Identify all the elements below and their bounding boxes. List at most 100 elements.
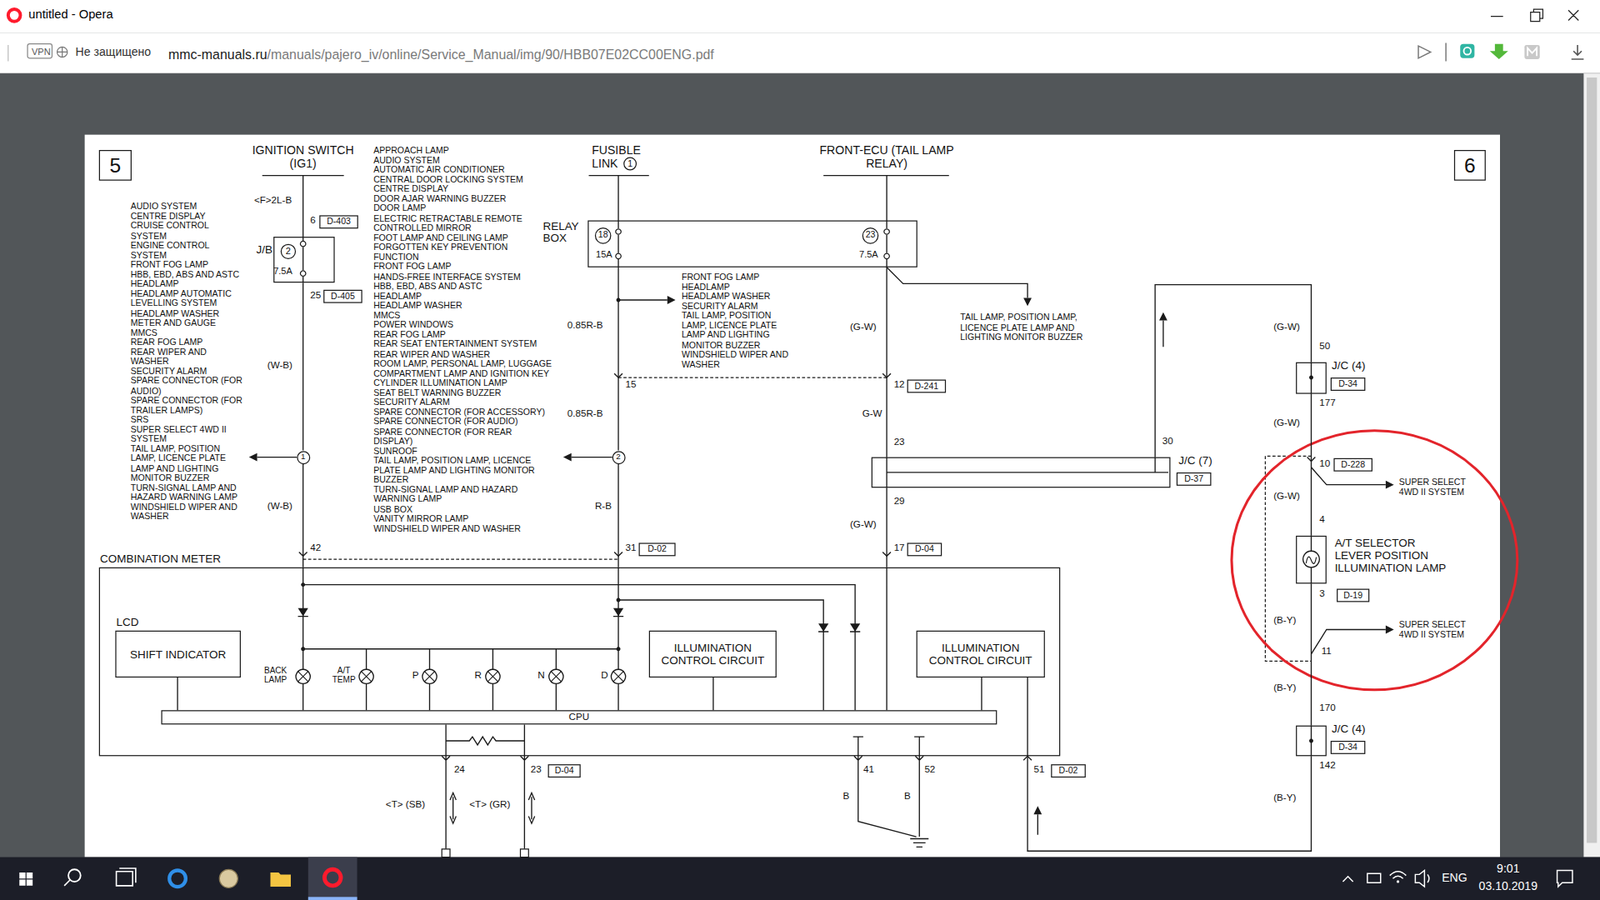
- tray-icons: [1396, 880, 1400, 883]
- text-column: APPROACH LAMPAUDIO SYSTEMAUTOMATIC AIR C…: [373, 145, 554, 534]
- text-column: FRONT FOG LAMPHEADLAMPHEADLAMP WASHERSEC…: [681, 272, 792, 370]
- wire-label: 7.5A: [859, 249, 879, 260]
- wire: [885, 267, 887, 458]
- wire-label: 15A: [595, 249, 613, 260]
- connector-code: D-04: [548, 764, 581, 778]
- wire-label: 17: [894, 542, 905, 554]
- circuit-name: REAR FOG LAMP: [130, 337, 245, 348]
- node-label: SHIFT INDICATOR: [130, 647, 226, 660]
- window-controls: [1490, 9, 1579, 22]
- circuit-name: REAR WIPER AND WASHER: [130, 347, 245, 367]
- wire: [617, 267, 619, 451]
- scrollbar: [1583, 73, 1600, 857]
- browser-text: VPN: [31, 46, 51, 58]
- wire-label: 30: [1162, 435, 1174, 447]
- circuit-name: AUDIO SYSTEM: [130, 201, 245, 212]
- node-label: D-19: [1343, 590, 1363, 601]
- wire-label: D: [600, 670, 608, 681]
- taskbar: [0, 857, 1600, 900]
- node-label: 6: [1464, 154, 1476, 177]
- circuit-name: SECURITY ALARM: [681, 301, 792, 312]
- connector-code: D-34: [1330, 377, 1366, 391]
- circuit-name: TURN-SIGNAL LAMP AND HAZARD WARNING LAMP: [130, 483, 245, 503]
- node-label: 1: [627, 159, 633, 170]
- wire-label: 4: [1319, 514, 1325, 525]
- wire-label: 10: [1319, 458, 1330, 470]
- dashed-connector-lines: [303, 377, 1312, 661]
- component-header: FRONT-ECU (TAIL LAMP RELAY): [810, 144, 964, 171]
- circuit-name: CRUISE CONTROL SYSTEM: [130, 221, 245, 241]
- address-text: mmc-manuals.ru: [168, 46, 268, 62]
- circuit-name: WINDSHIELD WIPER AND WASHER: [681, 350, 792, 370]
- wire: [302, 282, 304, 450]
- circuit-name: MMCS: [373, 310, 554, 321]
- address-text: /manuals/pajero_iv/online/Service_Manual…: [267, 46, 715, 62]
- circuit-name: FORGOTTEN KEY PREVENTION FUNCTION: [373, 242, 554, 262]
- wire-label: B: [842, 790, 850, 802]
- node-label: D-04: [555, 765, 575, 776]
- circuit-name: CENTRAL DOOR LOCKING SYSTEM: [373, 175, 554, 185]
- wire-label: <T> (SB): [385, 799, 425, 810]
- circuit-name: SEAT BELT WARNING BUZZER: [373, 388, 554, 399]
- circuit-name: HBB, EBD, ABS AND ASTC: [373, 281, 554, 292]
- wire-label: 142: [1319, 760, 1335, 771]
- wire-label: A/T TEMP: [328, 666, 360, 686]
- circuit-name: SUNROOF: [373, 446, 554, 457]
- circuit-name: VANITY MIRROR LAMP: [373, 514, 554, 525]
- wire-label: 11: [1321, 645, 1332, 657]
- browser-text: Не защищено: [75, 45, 152, 60]
- viewer-background: [0, 73, 1584, 857]
- circuit-name: CENTRE DISPLAY: [373, 185, 554, 195]
- globe-icon: [57, 46, 68, 57]
- wire-label: 170: [1319, 703, 1335, 715]
- circuit-name: USB BOX: [373, 505, 554, 515]
- connector-code: D-02: [1050, 764, 1086, 778]
- wire-label: 52: [924, 764, 935, 775]
- wire: [712, 677, 714, 710]
- wire-label: 41: [863, 764, 875, 775]
- wires: [257, 175, 1386, 850]
- address-bar: [0, 32, 1600, 74]
- wire-label: G-W: [862, 408, 883, 420]
- wire: [980, 677, 982, 710]
- wire-label: P: [412, 670, 420, 681]
- node-label: J/B: [246, 242, 273, 255]
- circuit-name: TAIL LAMP, POSITION LAMP, LICENCE PLATE …: [130, 444, 245, 484]
- circuit-name: HEADLAMP: [130, 280, 245, 290]
- circuit-name: SPARE CONNECTOR (FOR AUDIO): [130, 376, 245, 396]
- wire-label: 3: [1319, 589, 1325, 600]
- opera-task-icon: [324, 869, 341, 886]
- circuit-name: HEADLAMP WASHER: [681, 291, 792, 302]
- circuit-name: WINDSHIELD WIPER AND WASHER: [130, 502, 245, 522]
- circuit-name: HEADLAMP WASHER: [130, 308, 245, 319]
- taskbar-text: ENG: [1441, 871, 1468, 885]
- wire-label: 42: [310, 542, 321, 554]
- circuit-name: AUDIO SYSTEM: [373, 155, 554, 166]
- wire: [1027, 755, 1311, 851]
- splice-point: 1: [296, 450, 310, 465]
- node-label: 1: [300, 452, 305, 462]
- circuit-name: ROOM LAMP, PERSONAL LAMP, LUGGAGE COMPAR…: [373, 359, 554, 389]
- connector-code: D-403: [319, 215, 359, 229]
- tray-icons: [1342, 870, 1573, 887]
- folder-icon: [270, 872, 290, 887]
- circuit-name: HEADLAMP AUTOMATIC LEVELLING SYSTEM: [130, 289, 245, 309]
- node-label: 18: [598, 230, 609, 241]
- circuit-name: SECURITY ALARM: [373, 398, 554, 409]
- pdf-page: [85, 135, 1500, 858]
- wire-label: B: [904, 790, 911, 802]
- wire-label: (G-W): [850, 519, 877, 530]
- wire-label: (W-B): [267, 500, 293, 512]
- text-column: TAIL LAMP, POSITION LAMP, LICENCE PLATE …: [960, 313, 1103, 343]
- wire-label: SUPER SELECT 4WD II SYSTEM: [1399, 620, 1481, 640]
- node-label: 2: [615, 452, 620, 462]
- wire-label: (G-W): [1273, 321, 1300, 333]
- circuit-name: SRS: [130, 415, 245, 425]
- node-label: J/C (7): [1178, 454, 1235, 467]
- node-label: 2: [285, 246, 291, 257]
- wire-label: <T> (GR): [469, 799, 510, 810]
- circuit-name: FRONT FOG LAMP: [130, 260, 245, 270]
- shift-indicator: SHIFT INDICATORLCD: [115, 630, 241, 678]
- wire: [1310, 394, 1312, 536]
- wire-label: 0.85R-B: [567, 320, 604, 331]
